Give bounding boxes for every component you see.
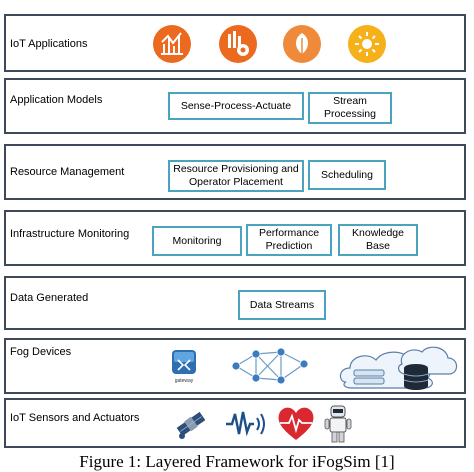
signal-wave-icon xyxy=(226,411,265,437)
layer-title: IoT Sensors and Actuators xyxy=(10,412,140,424)
chart-app-icon xyxy=(153,25,191,63)
layer-title: Fog Devices xyxy=(10,346,72,358)
sun-app-icon xyxy=(348,25,386,63)
layer-resource-management: Resource Management Resource Provisionin… xyxy=(4,144,466,200)
layer-title: Infrastructure Monitoring xyxy=(10,228,130,240)
box-stream-processing: Stream Processing xyxy=(308,92,392,124)
heart-rate-icon xyxy=(278,407,314,440)
robot-icon xyxy=(324,405,352,443)
layer-application-models: Application Models Sense-Process-Actuate… xyxy=(4,78,466,134)
gateway-router-icon: gateway xyxy=(172,350,196,384)
gateway-caption: gateway xyxy=(175,378,194,384)
cloud-storage-icon xyxy=(339,346,458,390)
box-sense-process-actuate: Sense-Process-Actuate xyxy=(168,92,304,120)
layer-title: Application Models xyxy=(10,94,103,106)
figure-caption: Figure 1: Layered Framework for iFogSim … xyxy=(79,452,395,471)
network-mesh-icon xyxy=(231,347,309,385)
box-scheduling: Scheduling xyxy=(308,160,386,190)
box-knowledge-base: Knowledge Base xyxy=(338,224,418,256)
satellite-icon xyxy=(176,411,206,439)
box-data-streams: Data Streams xyxy=(238,290,326,320)
layer-title: Resource Management xyxy=(10,166,125,178)
layer-fog-devices: Fog Devices gateway xyxy=(4,338,466,394)
box-resource-provisioning: Resource Provisioning and Operator Place… xyxy=(168,160,304,192)
layer-iot-applications: IoT Applications xyxy=(4,14,466,72)
leaf-app-icon xyxy=(283,25,321,63)
layer-iot-sensors-actuators: IoT Sensors and Actuators xyxy=(4,398,466,448)
layer-infrastructure-monitoring: Infrastructure Monitoring Monitoring Per… xyxy=(4,210,466,266)
layer-title: IoT Applications xyxy=(10,38,88,50)
layer-data-generated: Data Generated Data Streams xyxy=(4,276,466,330)
gear-app-icon xyxy=(219,25,257,63)
top-edge-mark: •••• xyxy=(2,0,20,5)
box-performance-prediction: Performance Prediction xyxy=(246,224,332,256)
layer-title: Data Generated xyxy=(10,292,89,304)
box-monitoring: Monitoring xyxy=(152,226,242,256)
